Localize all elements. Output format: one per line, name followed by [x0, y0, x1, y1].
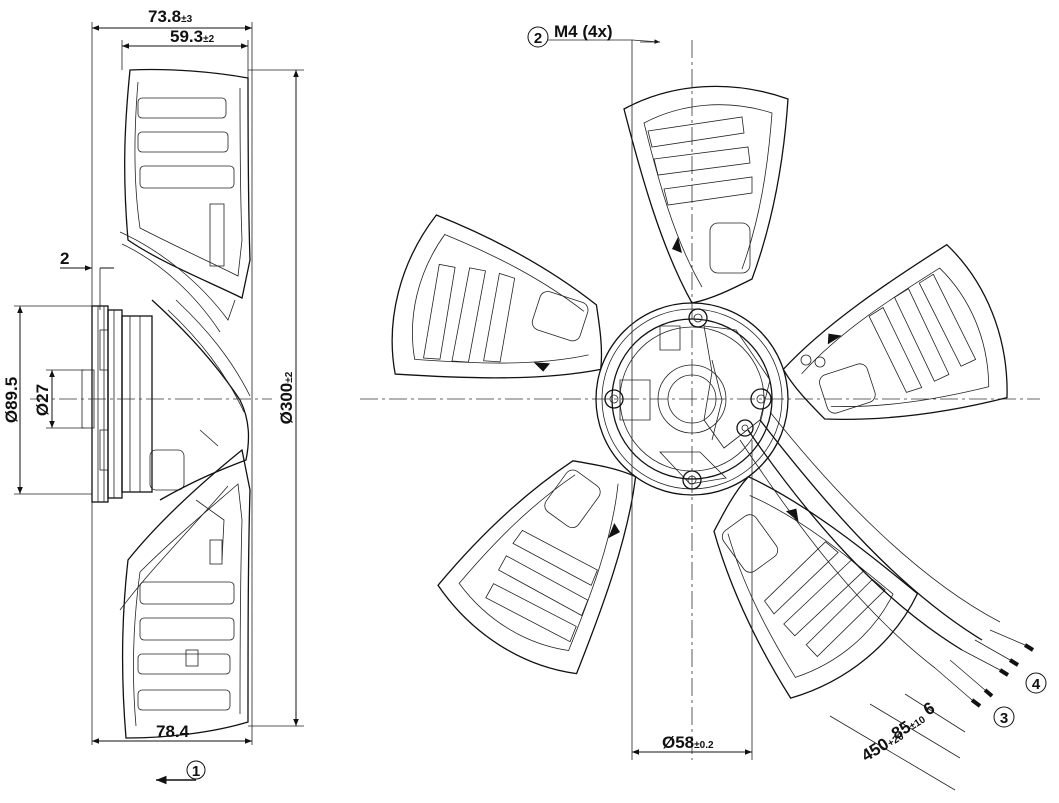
- motor-hub-side: [81, 305, 153, 503]
- dim-total-depth: 73.8±3: [148, 7, 193, 26]
- front-view: 2 M4 (4x) Ø58±0.2 6 85±10 450+20 3 4: [360, 22, 1047, 791]
- dim-hub-diameter: Ø89.5: [2, 377, 21, 423]
- fan-blade: [391, 214, 603, 379]
- callout-screws: 2: [534, 30, 542, 47]
- callout-airflow: 1: [192, 763, 200, 780]
- side-view: 73.8±3 59.3±2 2 Ø89.5 Ø27 Ø300±2 78.4 1: [2, 7, 304, 785]
- label-screws: M4 (4x): [554, 22, 613, 41]
- callout-leads: 4: [1032, 676, 1041, 693]
- blade-side-lower: [119, 448, 251, 739]
- callout-wires: 3: [1000, 710, 1008, 727]
- dim-blade-depth: 59.3±2: [170, 27, 215, 46]
- dim-cable-length: 450+20: [858, 725, 907, 765]
- dim-center-diameter: Ø58±0.2: [662, 733, 714, 752]
- fan-blade: [437, 460, 637, 675]
- dim-shaft-diameter: Ø27: [33, 384, 52, 416]
- fan-blade: [623, 85, 789, 304]
- blade-side-upper: [119, 68, 251, 333]
- cable-bundle: [739, 411, 1035, 708]
- dim-flange-offset: 2: [60, 249, 69, 268]
- motor-hub-front: [595, 302, 826, 496]
- blade-side-middle: [151, 299, 251, 565]
- fan-blades: [391, 85, 1008, 699]
- dim-bottom-depth: 78.4: [156, 722, 190, 741]
- fan-blade: [782, 243, 1008, 420]
- dim-fan-diameter: Ø300±2: [277, 371, 296, 424]
